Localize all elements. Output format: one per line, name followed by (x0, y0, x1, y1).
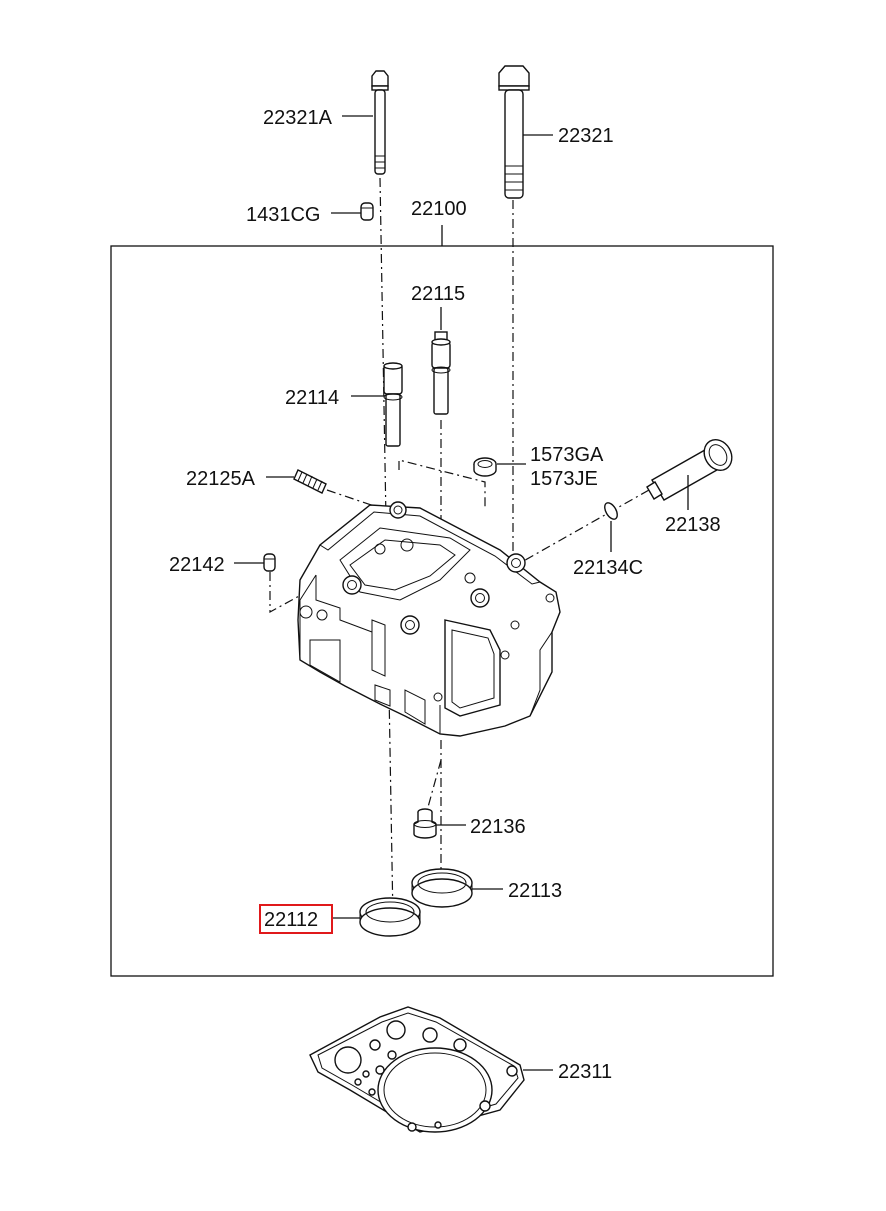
center-lines (269, 177, 650, 921)
valve-guide-22115[interactable] (431, 331, 451, 415)
valve-seat-22113[interactable] (411, 868, 473, 908)
highlight-box-22112 (259, 904, 333, 934)
dowel-1431cg[interactable] (360, 202, 374, 221)
label-22321[interactable]: 22321 (558, 125, 614, 147)
label-22125a[interactable]: 22125A (186, 468, 256, 490)
stud-22125a[interactable] (293, 469, 327, 494)
label-22114[interactable]: 22114 (285, 387, 339, 409)
seal-cap-22136[interactable] (413, 808, 437, 839)
label-1573ga[interactable]: 1573GA (530, 444, 604, 466)
valve-guide-22114[interactable] (383, 362, 403, 447)
label-22113[interactable]: 22113 (508, 880, 562, 902)
oring-22134c[interactable] (602, 501, 620, 522)
label-22112[interactable]: 22112 (264, 909, 318, 931)
label-22100[interactable]: 22100 (411, 198, 467, 220)
label-22136[interactable]: 22136 (470, 816, 526, 838)
gasket-22311[interactable] (309, 1006, 525, 1133)
label-1431cg[interactable]: 1431CG (246, 204, 321, 226)
bolt-22321[interactable] (498, 65, 530, 199)
pin-22142[interactable] (263, 553, 276, 572)
label-22138[interactable]: 22138 (665, 514, 721, 536)
bolt-22321a[interactable] (371, 70, 389, 175)
label-22311[interactable]: 22311 (558, 1061, 612, 1083)
cylinder-head-22100[interactable] (297, 501, 561, 737)
valve-seat-22112[interactable] (359, 897, 421, 937)
label-1573je[interactable]: 1573JE (530, 468, 598, 490)
label-22321a[interactable]: 22321A (263, 107, 333, 129)
sleeve-22138[interactable] (646, 435, 737, 501)
label-22142[interactable]: 22142 (169, 554, 225, 576)
label-22134c[interactable]: 22134C (573, 557, 643, 579)
label-22115[interactable]: 22115 (411, 283, 465, 305)
plug-1573ga[interactable] (473, 457, 497, 477)
